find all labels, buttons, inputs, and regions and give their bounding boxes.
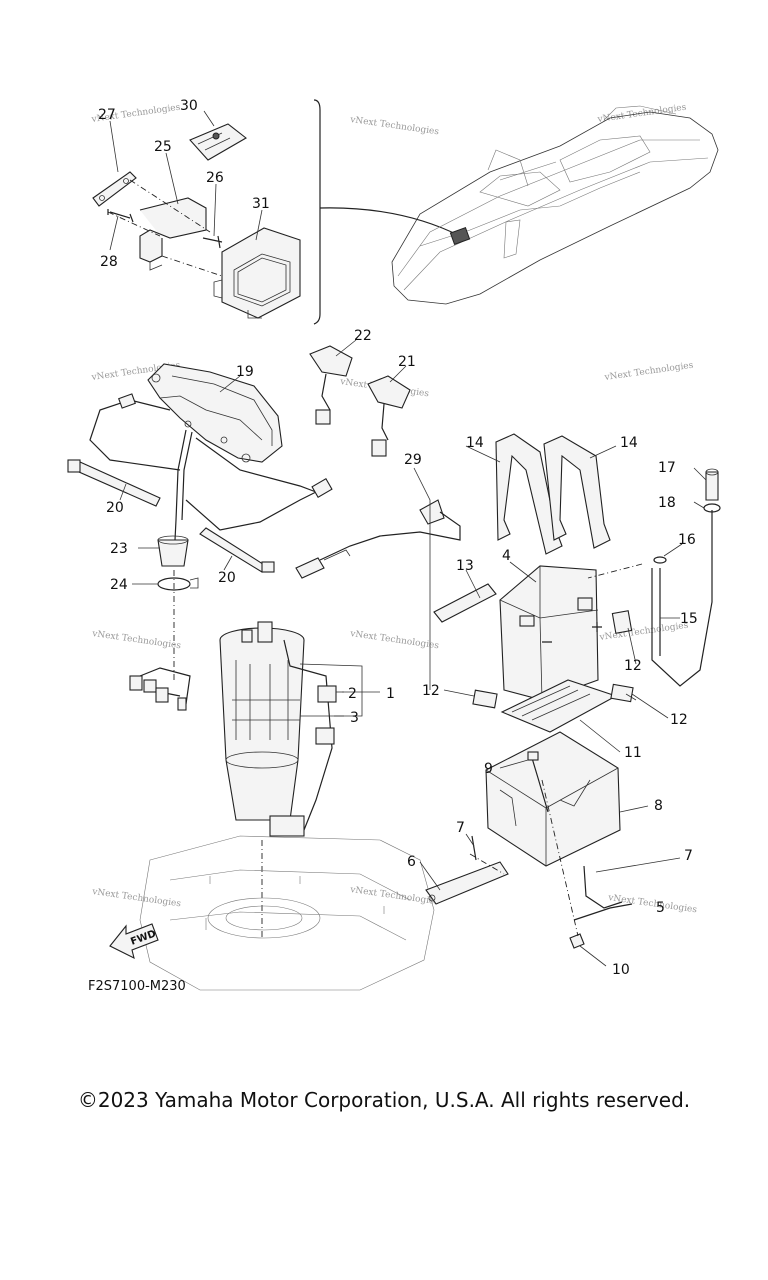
callout-25: 25 xyxy=(154,139,172,155)
bolt-part-7 xyxy=(471,835,477,861)
callout-2: 2 xyxy=(348,686,357,702)
callout-7: 7 xyxy=(684,848,693,864)
pin-part-28 xyxy=(107,209,134,223)
battery-box-part-8 xyxy=(485,731,621,867)
watermark: vNext Technologies xyxy=(603,361,694,384)
remote-receiver-group xyxy=(92,99,461,325)
callout-4: 4 xyxy=(502,548,511,564)
callout-6: 6 xyxy=(407,854,416,870)
hose-part-15 xyxy=(651,510,713,687)
callout-11: 11 xyxy=(624,745,642,761)
meter-group xyxy=(67,363,333,711)
diagram-code: F2S7100-M230 xyxy=(88,979,186,994)
strap-part-14 xyxy=(543,435,611,549)
stay-part-5 xyxy=(573,903,633,921)
hull-deck-outline xyxy=(139,835,435,991)
leader-lines xyxy=(109,110,707,967)
callout-28: 28 xyxy=(100,254,118,270)
callout-26: 26 xyxy=(206,170,224,186)
switch-part-21 xyxy=(367,375,411,409)
copyright-notice: ©2023 Yamaha Motor Corporation, U.S.A. A… xyxy=(77,1088,691,1112)
bolt-part-9 xyxy=(531,757,549,813)
bolt-part-7 xyxy=(583,865,623,909)
bracket-part-25 xyxy=(139,197,207,263)
callout-19: 19 xyxy=(236,364,254,380)
callout-29: 29 xyxy=(404,452,422,468)
receiver-part-31 xyxy=(213,227,301,319)
battery-part-4 xyxy=(499,565,599,701)
watermark: vNext Technologies xyxy=(607,893,698,916)
switch-part-22 xyxy=(309,345,353,377)
pad-part-13 xyxy=(433,583,497,623)
pad-part-12 xyxy=(472,689,498,709)
watermark: vNext Technologies xyxy=(349,115,440,138)
parts-diagram: vNext Technologies vNext Technologies vN… xyxy=(67,98,721,994)
callout-numbers: 1 2 3 4 5 6 7 7 8 9 10 11 12 12 12 13 14… xyxy=(98,98,698,978)
callout-14: 14 xyxy=(620,435,638,451)
cable-tie-part-20 xyxy=(199,527,267,573)
fuel-pump-group xyxy=(219,621,337,940)
callout-21: 21 xyxy=(398,354,416,370)
switch-group xyxy=(309,345,411,457)
callout-16: 16 xyxy=(678,532,696,548)
bolt-part-26 xyxy=(202,235,223,249)
strap-part-14 xyxy=(495,433,563,555)
watercraft-outline xyxy=(391,105,719,305)
connector-part-3 xyxy=(315,727,335,745)
callout-31: 31 xyxy=(252,196,270,212)
watermark: vNext Technologies xyxy=(596,103,687,126)
remote-fob-part-30 xyxy=(189,123,247,161)
callout-1: 1 xyxy=(386,686,395,702)
group-divider xyxy=(313,99,321,325)
watermark: vNext Technologies xyxy=(598,621,689,644)
stay-part-6 xyxy=(425,861,509,905)
callout-23: 23 xyxy=(110,541,128,557)
callout-22: 22 xyxy=(354,328,372,344)
callout-20: 20 xyxy=(106,500,124,516)
callout-12: 12 xyxy=(670,712,688,728)
watermark: vNext Technologies xyxy=(91,629,182,652)
clip-part-16 xyxy=(653,556,667,564)
fuel-pump-part-1 xyxy=(219,639,305,821)
callout-13: 13 xyxy=(456,558,474,574)
callout-27: 27 xyxy=(98,107,116,123)
watermark: vNext Technologies xyxy=(91,887,182,910)
callout-17: 17 xyxy=(658,460,676,476)
pad-part-12 xyxy=(610,683,634,703)
sensor-part-29 xyxy=(295,499,461,579)
watermark: vNext Technologies xyxy=(349,629,440,652)
callout-3: 3 xyxy=(350,710,359,726)
callout-30: 30 xyxy=(180,98,198,114)
fitting-part-17 xyxy=(705,471,719,501)
callout-5: 5 xyxy=(656,900,665,916)
battery-group xyxy=(433,433,721,733)
callout-9: 9 xyxy=(484,761,493,777)
callout-12: 12 xyxy=(624,658,642,674)
callout-18: 18 xyxy=(658,495,676,511)
callout-24: 24 xyxy=(110,577,128,593)
callout-20: 20 xyxy=(218,570,236,586)
callout-15: 15 xyxy=(680,611,698,627)
grommet-part-23 xyxy=(157,539,189,567)
plate-part-27 xyxy=(92,171,137,207)
connector-part-2 xyxy=(317,685,337,703)
callout-10: 10 xyxy=(612,962,630,978)
nut-part-10 xyxy=(569,933,585,949)
pad-part-12 xyxy=(611,610,633,634)
watermark: vNext Technologies xyxy=(349,885,440,908)
callout-12: 12 xyxy=(422,683,440,699)
callout-14: 14 xyxy=(466,435,484,451)
callout-7: 7 xyxy=(456,820,465,836)
forward-arrow: FWD xyxy=(109,923,159,960)
callout-8: 8 xyxy=(654,798,663,814)
battery-box-group xyxy=(425,731,633,949)
